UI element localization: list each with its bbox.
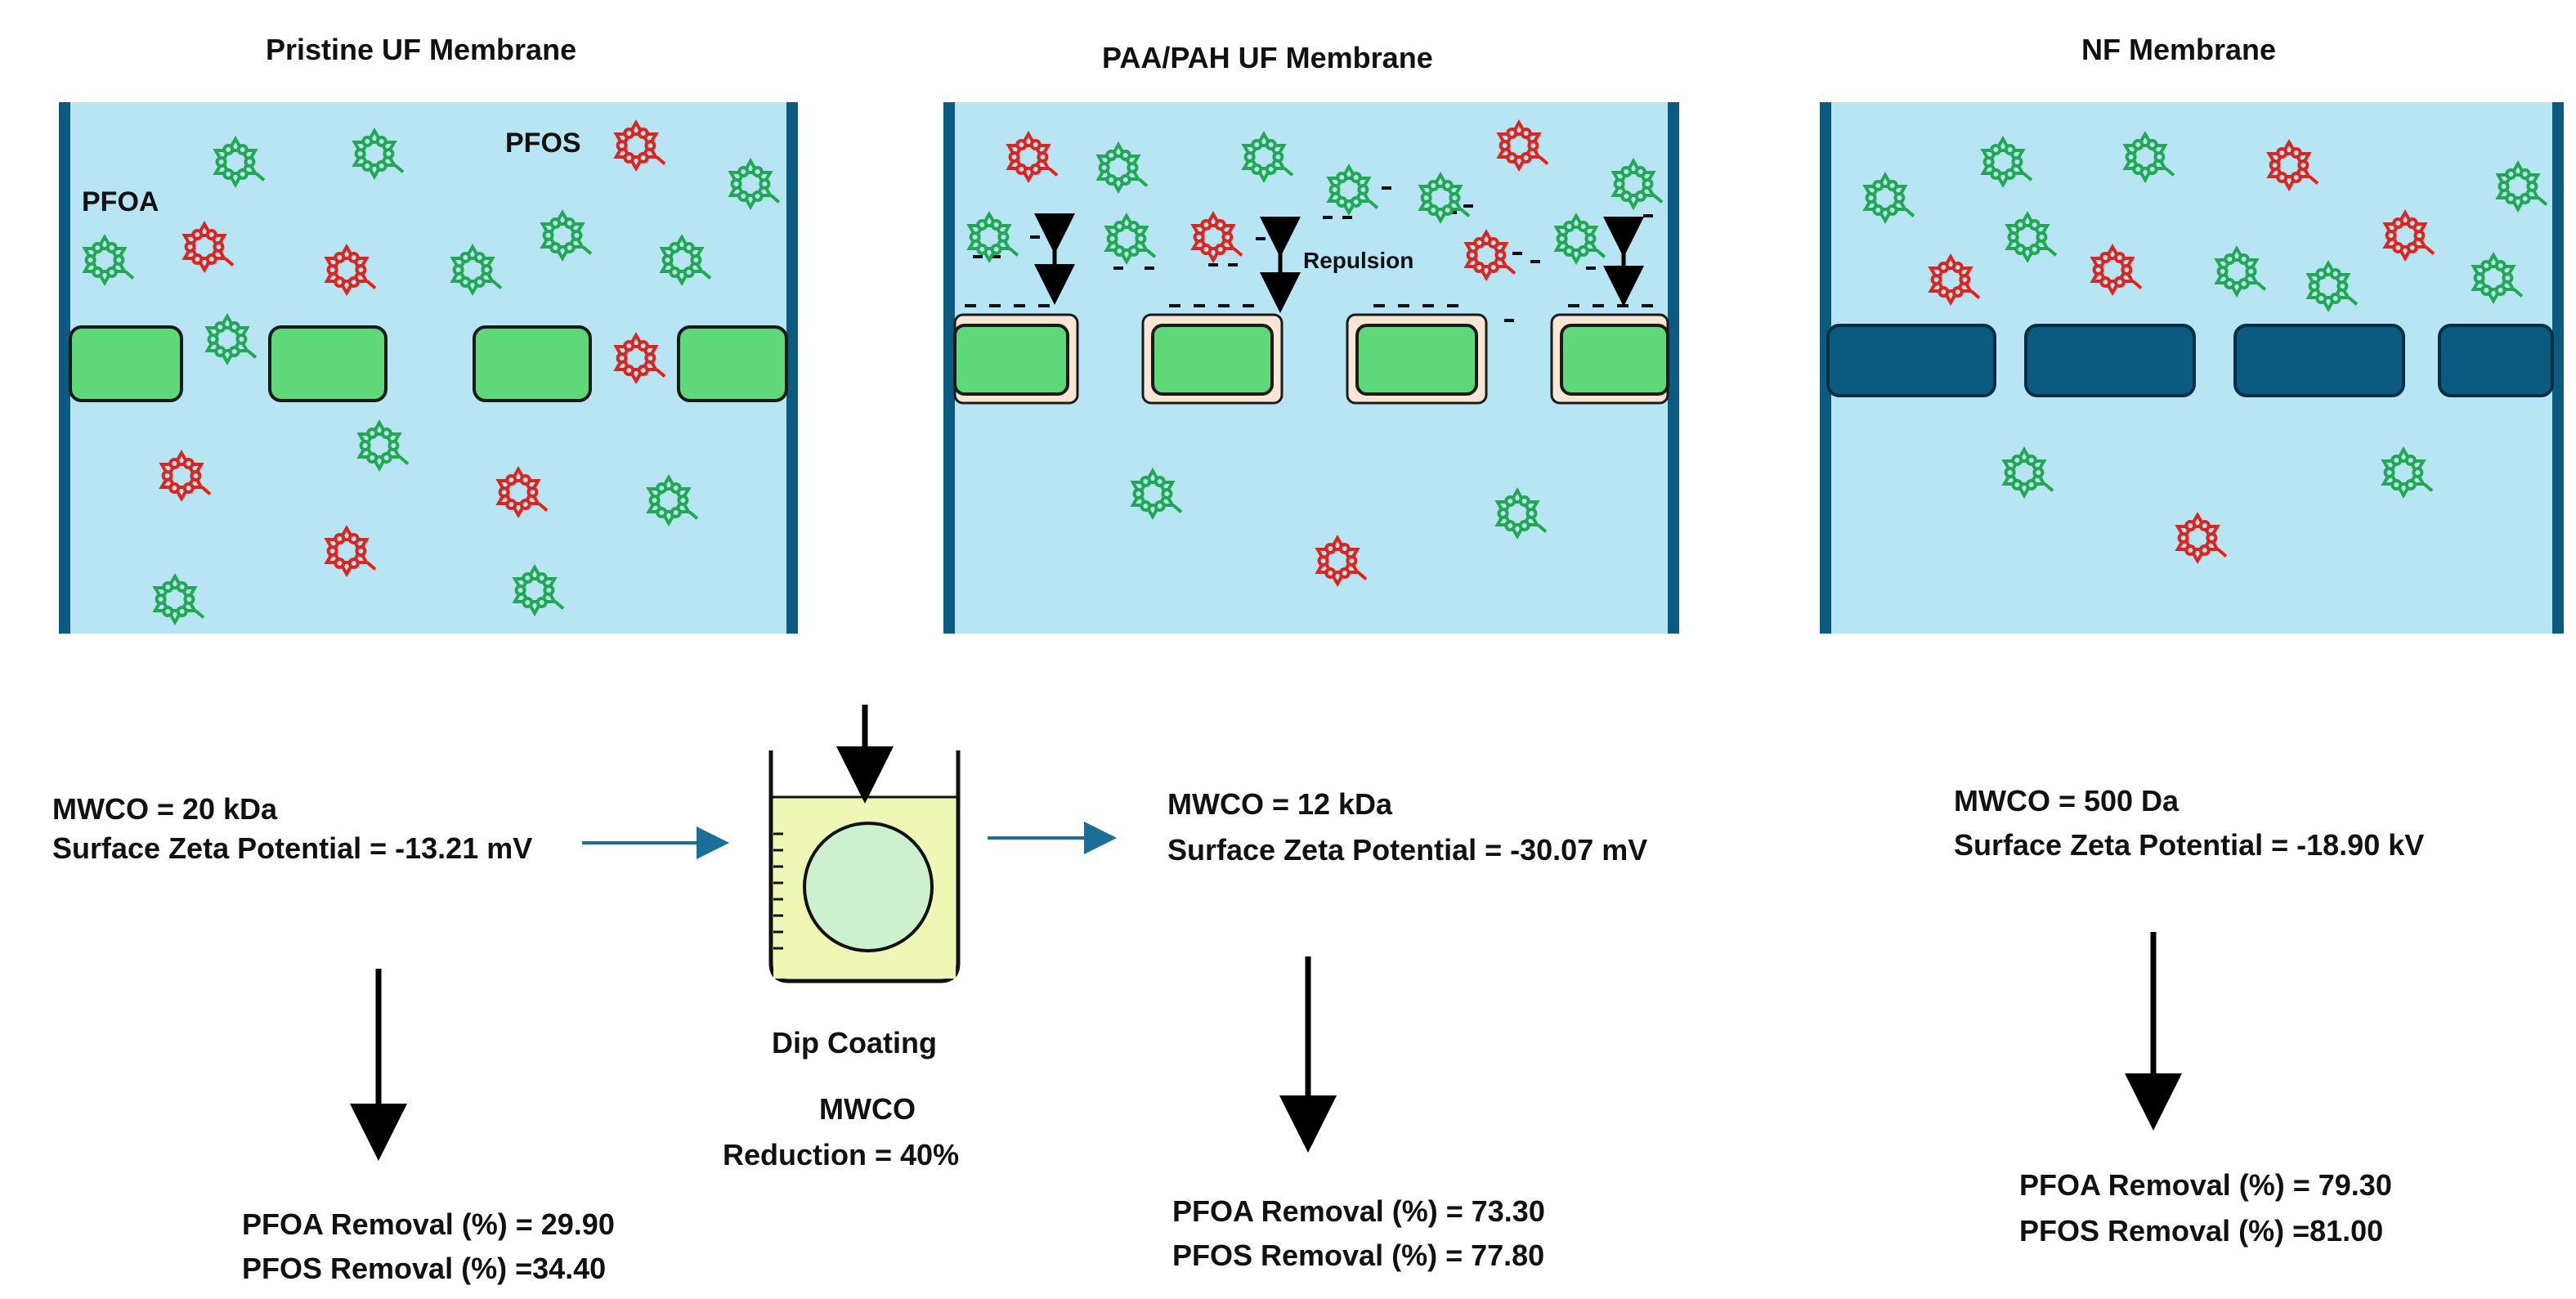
pfos-removal-nf: PFOS Removal (%) =81.00	[2019, 1214, 2384, 1247]
pfoa-molecule	[356, 419, 410, 473]
membrane-wall-right	[786, 102, 798, 634]
pfoa-molecule	[1095, 141, 1149, 195]
pfoa-molecule	[2214, 244, 2267, 298]
pfos-molecule	[1006, 130, 1059, 184]
membrane-pore	[2024, 324, 2196, 397]
pfoa-molecule	[1241, 130, 1294, 184]
pfoa-molecule	[2381, 446, 2434, 499]
pfos-molecule	[1496, 119, 1549, 172]
pfoa-molecule	[1862, 171, 1915, 225]
zeta-nf: Surface Zeta Potential = -18.90 kV	[1954, 828, 2425, 862]
membrane-wall-right	[2552, 102, 2564, 634]
membrane-wall-left	[59, 102, 70, 634]
pfos-molecule	[613, 119, 666, 172]
pfoa-molecule	[204, 312, 258, 366]
membrane-wall-right	[1668, 102, 1679, 634]
pfos-removal-paa-pah: PFOS Removal (%) = 77.80	[1172, 1239, 1545, 1272]
panel-title-paa-pah: PAA/PAH UF Membrane	[1102, 41, 1433, 74]
panel-title-nf: NF Membrane	[2081, 33, 2277, 66]
pfoa-molecule	[2305, 259, 2359, 313]
zeta-paa-pah: Surface Zeta Potential = -30.07 mV	[1167, 833, 1648, 867]
pfos-molecule	[2382, 208, 2435, 262]
molecule-group	[966, 119, 1664, 588]
mwco-reduction-line2: Reduction = 40%	[723, 1138, 960, 1171]
pfoa-molecule	[512, 563, 565, 617]
panel-pristine-uf	[59, 102, 798, 634]
pfoa-molecule	[2471, 251, 2524, 305]
membrane-pore	[1151, 324, 1274, 396]
repulsion-arrows	[1034, 213, 1644, 313]
membrane-pore	[1826, 324, 1996, 397]
mwco-pristine: MWCO = 20 kDa	[52, 792, 278, 826]
molecule-group	[82, 119, 781, 626]
panel-paa-pah-uf	[943, 102, 1679, 634]
pfos-molecule	[324, 243, 377, 297]
mwco-paa-pah: MWCO = 12 kDa	[1167, 787, 1393, 821]
pfos-molecule	[613, 331, 666, 385]
membrane-pore	[1355, 324, 1478, 396]
membrane-pore	[677, 325, 788, 402]
dip-coating-vessel	[768, 750, 961, 983]
pfoa-molecule	[1553, 212, 1606, 266]
pfos-molecule	[495, 465, 549, 519]
pfoa-molecule	[1494, 486, 1548, 540]
pfos-molecule	[1190, 210, 1243, 264]
membrane-pore	[953, 324, 1069, 396]
dip-coating-label: Dip Coating	[772, 1026, 937, 1059]
repulsion-label: Repulsion	[1303, 248, 1414, 273]
pfoa-molecule	[1326, 163, 1379, 217]
pfoa-removal-paa-pah: PFOA Removal (%) = 73.30	[1172, 1194, 1545, 1228]
pfos-molecule	[159, 449, 212, 503]
panel-title-pristine: Pristine UF Membrane	[266, 33, 577, 66]
membrane-pore	[2438, 324, 2554, 397]
pfos-molecule	[181, 220, 235, 274]
pfos-molecule	[2175, 511, 2228, 565]
pfos-molecule	[1928, 253, 1981, 307]
membrane-pore	[268, 325, 388, 402]
pfoa-molecule	[1611, 157, 1664, 211]
pfoa-molecule	[1104, 212, 1157, 266]
pfoa-removal-pristine: PFOA Removal (%) = 29.90	[242, 1207, 615, 1241]
pfoa-molecule	[728, 157, 781, 211]
pfoa-label: PFOA	[82, 186, 159, 217]
pfos-molecule	[2090, 243, 2143, 297]
pfos-molecule	[2266, 138, 2319, 192]
pfoa-molecule	[966, 210, 1019, 264]
membrane-wall-left	[943, 102, 955, 634]
pfoa-molecule	[352, 127, 405, 181]
pfoa-molecule	[646, 473, 699, 527]
zeta-pristine: Surface Zeta Potential = -13.21 mV	[52, 831, 533, 865]
pfos-label: PFOS	[505, 128, 581, 159]
pfoa-molecule	[1980, 135, 2033, 189]
pfoa-molecule	[2005, 210, 2058, 264]
membrane-pore	[473, 325, 592, 402]
pfoa-molecule	[2001, 446, 2054, 499]
pfos-molecule	[1463, 228, 1516, 282]
pfos-removal-pristine: PFOS Removal (%) =34.40	[242, 1252, 607, 1285]
membrane-pore	[69, 325, 183, 402]
pfoa-molecule	[2495, 159, 2548, 213]
pfoa-molecule	[2122, 130, 2175, 184]
mwco-reduction-line1: MWCO	[819, 1092, 916, 1126]
mwco-nf: MWCO = 500 Da	[1954, 784, 2180, 817]
membrane-disc	[803, 822, 934, 952]
membrane-wall-left	[1820, 102, 1831, 634]
membrane-pore	[1560, 324, 1669, 396]
pfoa-molecule	[213, 135, 266, 189]
pfoa-molecule	[152, 572, 205, 626]
pfos-molecule	[1315, 534, 1368, 588]
molecule-group	[1862, 130, 2548, 565]
pfos-molecule	[324, 524, 377, 578]
water-region	[64, 102, 791, 634]
pfoa-molecule	[540, 208, 593, 262]
pfoa-molecule	[450, 243, 503, 297]
pfoa-removal-nf: PFOA Removal (%) = 79.30	[2019, 1168, 2392, 1202]
panel-nf	[1820, 102, 2564, 634]
pfoa-molecule	[659, 233, 712, 287]
membrane-pore	[2233, 324, 2405, 397]
pfoa-molecule	[1130, 467, 1183, 521]
pfoa-molecule	[82, 233, 135, 287]
pfoa-molecule	[1418, 171, 1471, 225]
